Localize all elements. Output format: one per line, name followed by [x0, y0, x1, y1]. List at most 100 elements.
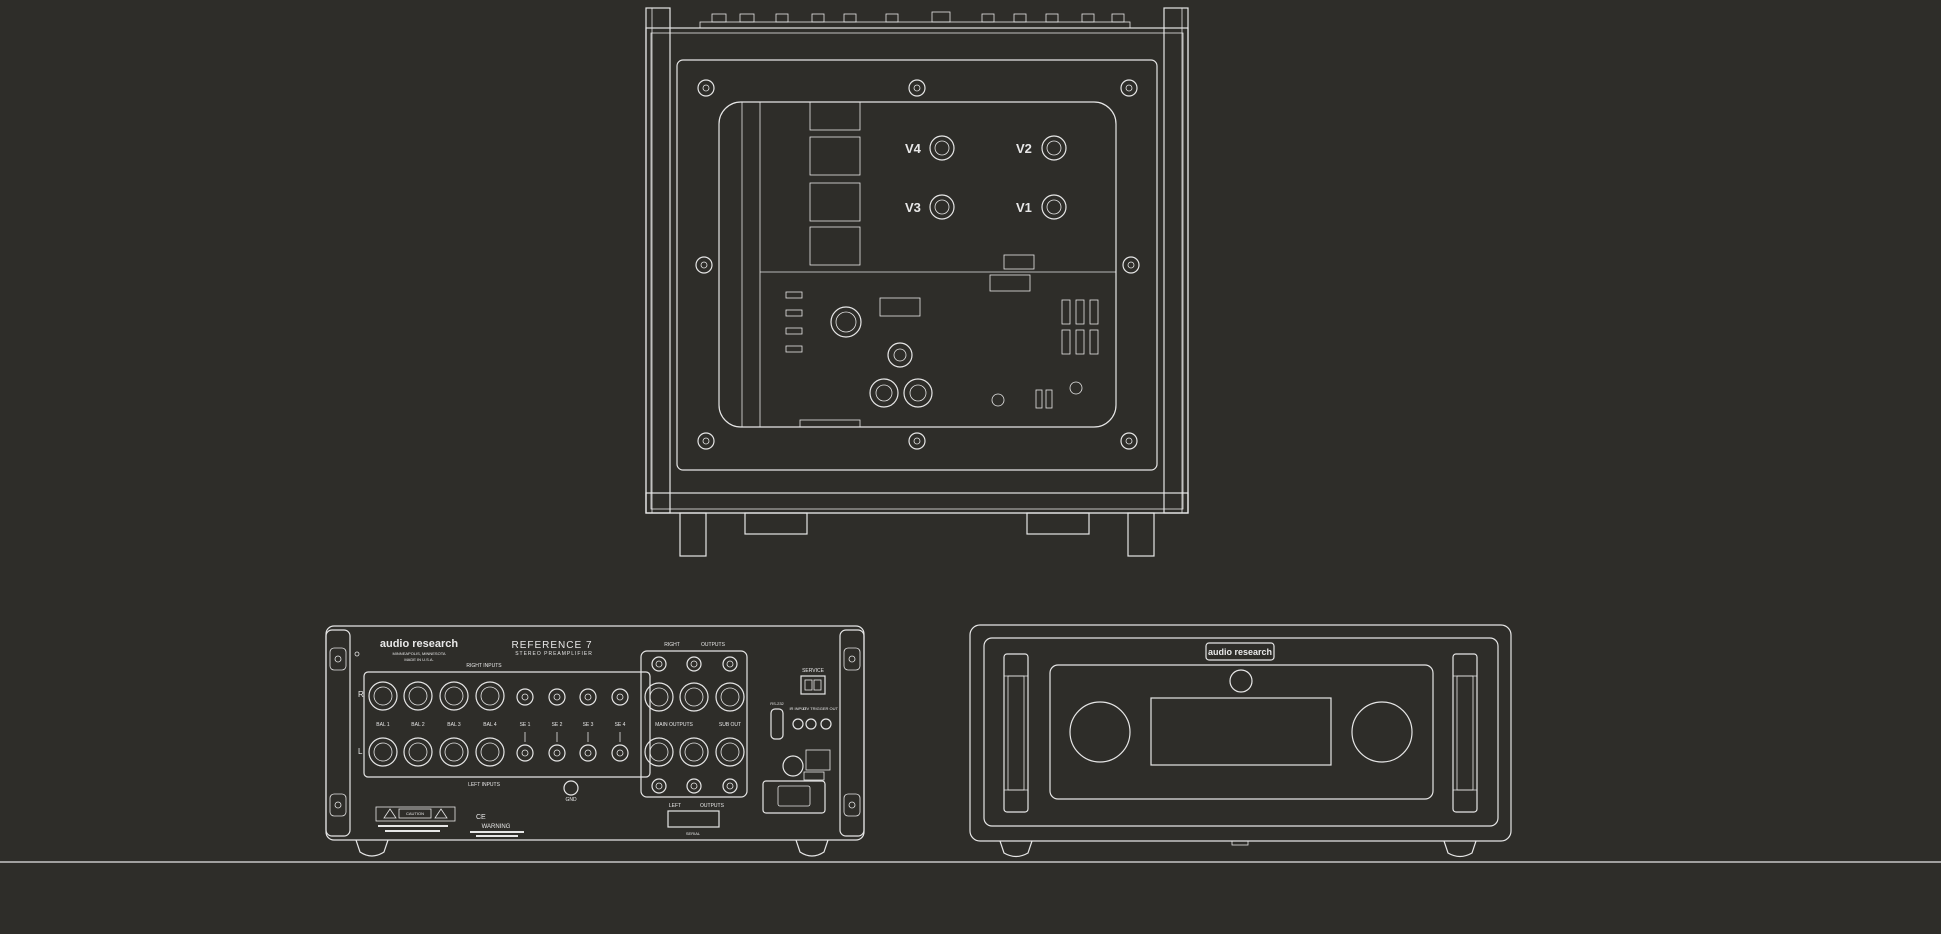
input-knob[interactable]	[1069, 701, 1131, 763]
front-foot	[999, 840, 1033, 858]
rca-out-bottom-2[interactable]	[686, 778, 702, 794]
xlr-out-right-1[interactable]	[644, 682, 674, 712]
tube-v2: V2	[1016, 135, 1067, 161]
top-foot	[679, 512, 707, 557]
ground-terminal[interactable]	[563, 780, 579, 796]
xlr-bal-1-right[interactable]	[368, 681, 398, 711]
rear-model: REFERENCE 7	[511, 640, 592, 651]
xlr-bal-2-right[interactable]	[403, 681, 433, 711]
volume-knob[interactable]	[1351, 701, 1413, 763]
se-label: SE 4	[615, 722, 626, 728]
tube-v3: V3	[905, 194, 955, 220]
left-inputs-label: LEFT INPUTS	[468, 782, 501, 788]
xlr-bal-1-left[interactable]	[368, 737, 398, 767]
channel-l-label: L	[358, 747, 363, 756]
front-foot	[1443, 840, 1477, 858]
power-button[interactable]	[1229, 669, 1253, 693]
outputs-left-label: LEFT	[669, 803, 681, 809]
front-inner-frame	[983, 637, 1499, 827]
ce-mark: CE	[476, 814, 486, 821]
rear-brand-location: MINNEAPOLIS, MINNESOTA	[392, 651, 445, 656]
rca-se-4-left[interactable]	[611, 744, 629, 762]
bal-label: BAL 4	[483, 722, 497, 728]
rs232-label: RS-232	[770, 701, 784, 706]
top-screws	[695, 79, 1140, 450]
xlr-bal-4-right[interactable]	[475, 681, 505, 711]
xlr-bal-4-left[interactable]	[475, 737, 505, 767]
input-panel	[363, 671, 651, 778]
front-brand: audio research	[1208, 647, 1272, 657]
rear-brand: audio research	[380, 638, 459, 650]
bal-label: BAL 1	[376, 722, 390, 728]
front-faceplate	[1049, 664, 1434, 800]
main-outputs-label: MAIN OUTPUTS	[655, 722, 693, 728]
ir-input-jack[interactable]	[792, 718, 804, 730]
tube-v1: V1	[1016, 194, 1067, 220]
outputs-right-label: RIGHT	[664, 642, 680, 648]
caution-plate	[375, 806, 456, 822]
power-inlet[interactable]	[762, 780, 826, 814]
tube-v4: V4	[905, 135, 955, 161]
tube-label: V4	[905, 141, 922, 156]
bal-label: BAL 3	[447, 722, 461, 728]
serial-plate	[667, 810, 720, 828]
xlr-out-right-3[interactable]	[715, 682, 745, 712]
rca-out-top-1[interactable]	[651, 656, 667, 672]
top-foot	[1127, 512, 1155, 557]
rca-out-bottom-3[interactable]	[722, 778, 738, 794]
sub-out-label: SUB OUT	[719, 722, 741, 728]
rca-out-top-3[interactable]	[722, 656, 738, 672]
front-handle-left	[1003, 653, 1029, 813]
service-port[interactable]	[800, 675, 826, 695]
xlr-bal-2-left[interactable]	[403, 737, 433, 767]
trigger-out-label: 12V TRIGGER OUT	[802, 706, 838, 711]
xlr-out-left-3[interactable]	[715, 737, 745, 767]
xlr-out-left-2[interactable]	[679, 737, 709, 767]
rs232-port[interactable]	[770, 708, 784, 740]
rca-se-3-left[interactable]	[579, 744, 597, 762]
serial-label: SERIAL	[686, 831, 701, 836]
ir-input-label: IR INPUT	[789, 706, 807, 711]
left-post	[645, 7, 671, 514]
rca-se-2-left[interactable]	[548, 744, 566, 762]
service-label: SERVICE	[802, 668, 825, 674]
outputs-label: OUTPUTS	[700, 803, 725, 809]
fuse-holder[interactable]	[782, 755, 804, 777]
top-view: V4 V2 V3 V1	[645, 7, 1189, 557]
caution-label: CAUTION	[406, 811, 424, 816]
rear-jacks-row	[699, 11, 1131, 29]
rear-handle-right	[839, 629, 865, 837]
tube-label: V3	[905, 200, 921, 215]
se-label: SE 3	[583, 722, 594, 728]
gnd-label: GND	[565, 797, 577, 803]
se-label: SE 1	[520, 722, 531, 728]
front-brand-badge	[1205, 642, 1275, 661]
right-post	[1163, 7, 1189, 514]
xlr-bal-3-left[interactable]	[439, 737, 469, 767]
xlr-bal-3-right[interactable]	[439, 681, 469, 711]
rca-se-3-right[interactable]	[579, 688, 597, 706]
rca-se-4-right[interactable]	[611, 688, 629, 706]
top-chassis	[645, 27, 1189, 514]
front-chassis	[969, 624, 1512, 842]
rear-brand-origin: MADE IN U.S.A.	[404, 657, 433, 662]
trigger-jack-2[interactable]	[820, 718, 832, 730]
tube-label: V2	[1016, 141, 1032, 156]
outputs-label: OUTPUTS	[701, 642, 726, 648]
right-inputs-label: RIGHT INPUTS	[466, 663, 502, 669]
rear-foot	[795, 839, 829, 857]
tube-label: V1	[1016, 200, 1032, 215]
trigger-jack-1[interactable]	[805, 718, 817, 730]
output-panel	[640, 650, 748, 798]
rca-se-1-left[interactable]	[516, 744, 534, 762]
xlr-out-right-2[interactable]	[679, 682, 709, 712]
rca-se-2-right[interactable]	[548, 688, 566, 706]
top-plate	[676, 59, 1158, 471]
front-view: audio research	[969, 624, 1512, 858]
rca-out-top-2[interactable]	[686, 656, 702, 672]
front-display	[1150, 697, 1332, 766]
xlr-out-left-1[interactable]	[644, 737, 674, 767]
rca-out-bottom-1[interactable]	[651, 778, 667, 794]
rca-se-1-right[interactable]	[516, 688, 534, 706]
se-label: SE 2	[552, 722, 563, 728]
